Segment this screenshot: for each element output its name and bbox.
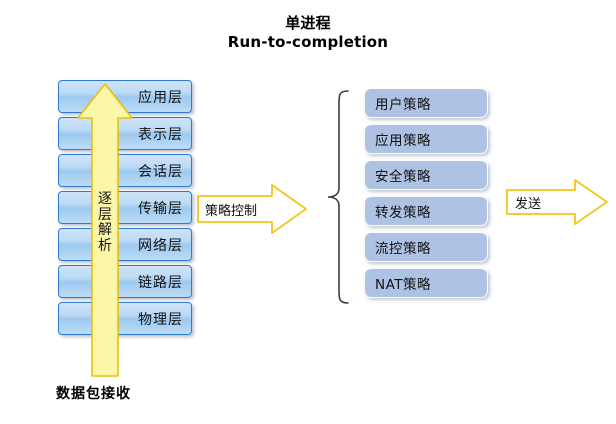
osi-layer-box-application[interactable]: 应用层 (58, 80, 192, 113)
packet-reception-caption: 数据包接收 (56, 386, 131, 402)
policy-label: 安全策略 (375, 169, 431, 185)
policy-box-forwarding[interactable]: 转发策略 (364, 196, 488, 226)
policy-box-user[interactable]: 用户策略 (364, 88, 488, 118)
up-arrow-label-char: 层 (98, 206, 112, 223)
osi-layer-box-presentation[interactable]: 表示层 (58, 117, 192, 150)
up-arrow-label: 逐 层 解 析 (76, 191, 134, 255)
policy-label: NAT策略 (375, 277, 432, 293)
policy-label: 用户策略 (375, 97, 431, 113)
osi-layer-box-network[interactable]: 网络层 (58, 228, 192, 261)
up-arrow-label-char: 析 (98, 238, 112, 255)
osi-layer-label: 表示层 (138, 126, 183, 143)
osi-layer-stack: 应用层 表示层 会话层 传输层 网络层 链路层 物理层 (58, 80, 196, 342)
osi-layer-label: 链路层 (138, 274, 183, 291)
policy-label: 应用策略 (375, 133, 431, 149)
osi-layer-box-session[interactable]: 会话层 (58, 154, 192, 187)
policy-label: 流控策略 (375, 241, 431, 257)
osi-layer-label: 应用层 (138, 89, 183, 106)
osi-layer-label: 物理层 (138, 311, 183, 328)
policy-control-arrow-icon[interactable]: 策略控制 (196, 183, 308, 235)
osi-layer-box-transport[interactable]: 传输层 (58, 191, 192, 224)
policy-box-security[interactable]: 安全策略 (364, 160, 488, 190)
osi-layer-label: 传输层 (138, 200, 183, 217)
policy-label: 转发策略 (375, 205, 431, 221)
policy-box-flow-control[interactable]: 流控策略 (364, 232, 488, 262)
page-title-en: Run-to-completion (227, 33, 389, 52)
policy-box-nat[interactable]: NAT策略 (364, 268, 488, 298)
policy-box-application[interactable]: 应用策略 (364, 124, 488, 154)
osi-layer-box-datalink[interactable]: 链路层 (58, 265, 192, 298)
policy-list: 用户策略 应用策略 安全策略 转发策略 流控策略 NAT策略 (364, 88, 492, 306)
up-arrow-label-char: 解 (98, 222, 112, 239)
page-title-cn: 单进程 (285, 14, 331, 32)
osi-layer-label: 网络层 (138, 237, 183, 254)
osi-layer-label: 会话层 (138, 163, 183, 180)
send-arrow-label: 发送 (515, 197, 542, 212)
up-arrow-icon: 逐 层 解 析 (76, 82, 134, 378)
left-curly-brace-icon (326, 88, 350, 306)
osi-layer-box-physical[interactable]: 物理层 (58, 302, 192, 335)
diagram-title: 单进程 Run-to-completion (0, 14, 616, 52)
up-arrow-label-char: 逐 (98, 191, 112, 207)
send-arrow-icon[interactable]: 发送 (505, 178, 609, 226)
policy-control-arrow-label: 策略控制 (205, 204, 258, 219)
